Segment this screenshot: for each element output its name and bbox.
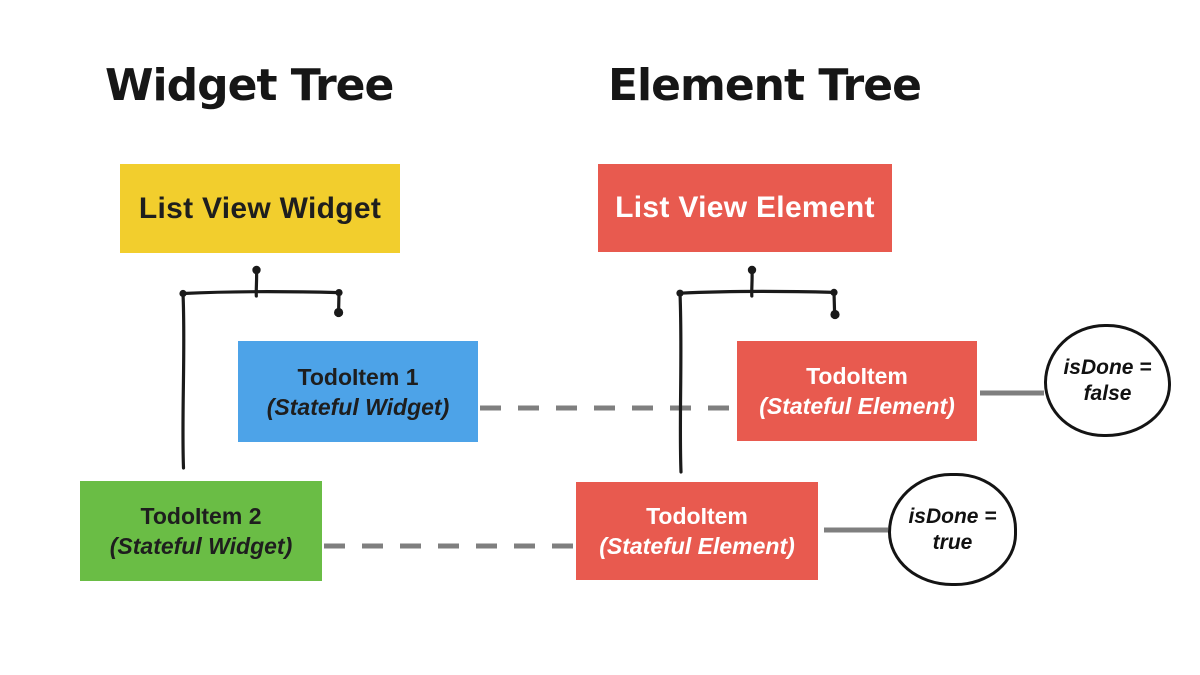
connector-drop-left <box>181 291 186 470</box>
state-value: true <box>932 530 973 554</box>
todo-item-2-widget-node: TodoItem 2 (Stateful Widget) <box>80 481 322 581</box>
is-done-false-state: isDone = false <box>1044 324 1171 437</box>
node-sublabel: (Stateful Widget) <box>109 533 293 559</box>
list-view-widget-node: List View Widget <box>120 164 400 253</box>
connector-drop-right <box>832 290 837 315</box>
todo-item-element-node-2: TodoItem (Stateful Element) <box>576 482 818 580</box>
node-label: List View Widget <box>138 191 382 225</box>
node-sublabel: (Stateful Element) <box>759 393 955 419</box>
node-sublabel: (Stateful Widget) <box>266 393 450 420</box>
widget-tree-connector <box>179 265 344 470</box>
state-label: isDone = <box>908 504 997 528</box>
state-label: isDone = <box>1063 355 1152 379</box>
element-tree-connector <box>676 265 840 474</box>
connector-drop-left <box>678 291 683 474</box>
connector-dot <box>334 307 344 318</box>
element-tree-title: Element Tree <box>608 60 922 111</box>
todo-item-1-widget-node: TodoItem 1 (Stateful Widget) <box>238 341 478 442</box>
node-label: TodoItem <box>806 363 908 389</box>
connector-dot <box>830 309 840 320</box>
todo-item-element-node-1: TodoItem (Stateful Element) <box>737 341 977 441</box>
connector-horizontal <box>678 289 836 295</box>
node-label: TodoItem <box>646 503 748 529</box>
list-view-element-node: List View Element <box>598 164 892 252</box>
node-label: TodoItem 1 <box>297 363 419 390</box>
node-label: List View Element <box>615 191 875 224</box>
node-label: TodoItem 2 <box>140 503 262 529</box>
is-done-true-state: isDone = true <box>888 473 1017 586</box>
node-sublabel: (Stateful Element) <box>599 533 795 559</box>
connector-horizontal <box>181 290 341 296</box>
state-value: false <box>1083 381 1132 405</box>
widget-tree-title: Widget Tree <box>105 60 394 111</box>
